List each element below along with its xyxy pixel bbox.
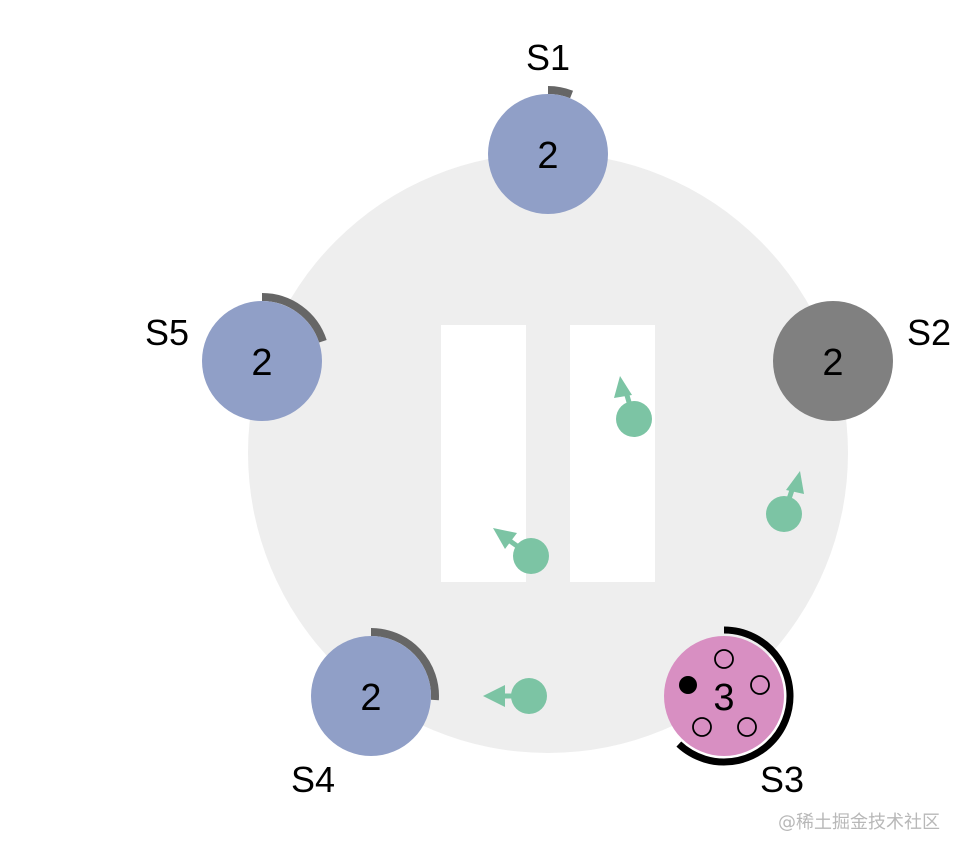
server-label: S5 — [145, 312, 189, 353]
message-s3-to-s5 — [493, 528, 549, 574]
message-s3-to-s1 — [614, 376, 652, 437]
server-term: 3 — [713, 677, 734, 719]
server-term: 2 — [360, 677, 381, 719]
election-timer-arc — [370, 628, 439, 701]
election-timer-arc — [547, 86, 574, 99]
server-label: S3 — [760, 759, 804, 800]
server-label: S4 — [291, 759, 335, 800]
message-arrowhead — [786, 471, 804, 494]
vote-empty-dot — [750, 675, 770, 695]
server-node — [773, 301, 893, 421]
vote-indicators — [679, 649, 770, 737]
server-node — [488, 94, 608, 214]
message-arrowhead — [614, 376, 632, 398]
server-s5[interactable]: 2 S5 — [145, 293, 327, 421]
message-arrowhead — [493, 528, 517, 549]
message-dot — [616, 401, 652, 437]
watermark: @稀土掘金技术社区 — [778, 812, 940, 833]
vote-empty-dot — [737, 717, 757, 737]
server-s1[interactable]: 2 S1 — [488, 37, 608, 214]
vote-granted-dot — [679, 676, 697, 694]
server-node — [202, 301, 322, 421]
message-arrowhead — [483, 685, 505, 707]
message-s3-to-s2 — [766, 471, 804, 532]
server-s2[interactable]: 2 S2 — [773, 301, 951, 421]
server-node — [311, 636, 431, 756]
server-s4[interactable]: 2 S4 — [291, 628, 439, 800]
partition-bar-right — [570, 325, 655, 582]
election-timer-arc — [261, 293, 327, 343]
server-term: 2 — [822, 342, 843, 384]
message-dot — [766, 496, 802, 532]
vote-empty-dot — [714, 649, 734, 669]
server-term: 2 — [537, 135, 558, 177]
server-label: S2 — [907, 312, 951, 353]
message-dot — [513, 538, 549, 574]
election-timer-arc — [676, 626, 794, 766]
server-node — [664, 636, 784, 756]
server-label: S1 — [526, 37, 570, 78]
server-term: 2 — [251, 342, 272, 384]
message-dot — [511, 678, 547, 714]
cluster-ring — [248, 153, 848, 753]
server-s3[interactable]: 3 S3 — [664, 626, 804, 800]
message-s3-to-s4 — [483, 678, 547, 714]
vote-empty-dot — [692, 717, 712, 737]
